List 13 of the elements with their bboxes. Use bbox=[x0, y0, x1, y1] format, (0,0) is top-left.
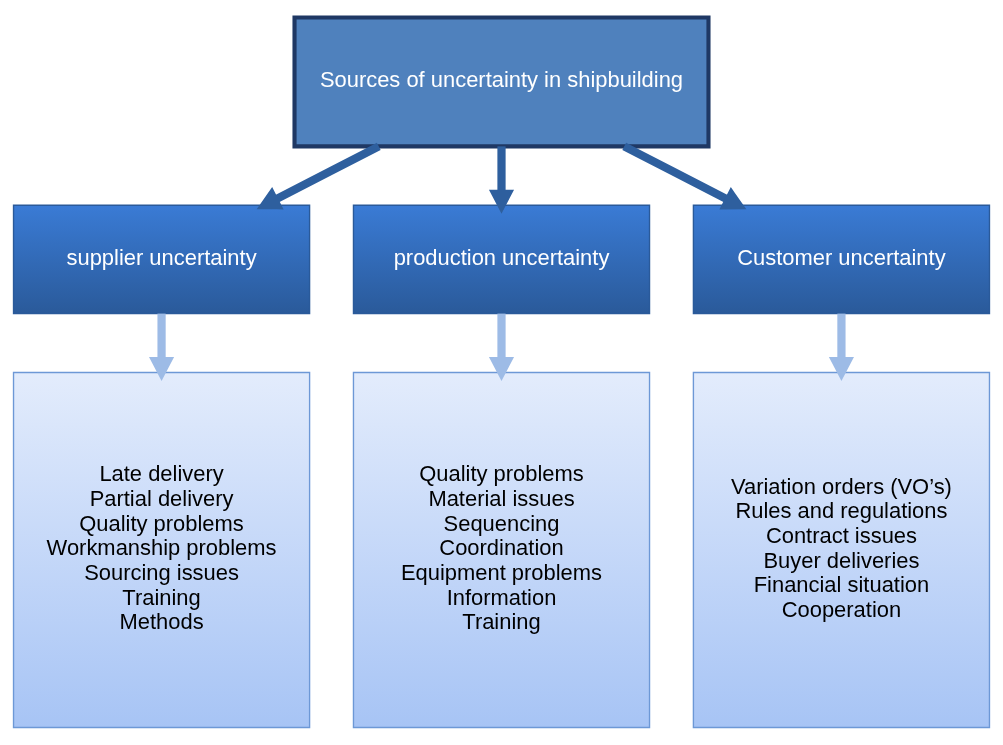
arrow bbox=[488, 313, 515, 381]
arrow bbox=[828, 313, 854, 381]
node-box: Quality problems Material issues Sequencing Coordination Equipment problems Information Training bbox=[352, 371, 651, 729]
node-box: supplier uncertainty bbox=[12, 204, 311, 315]
arrow bbox=[149, 313, 175, 381]
arrow bbox=[256, 142, 381, 210]
node-box: Variation orders (VO’s) Rules and regulations Contract issues Buyer deliveries Financial situation Cooperation bbox=[692, 371, 991, 729]
arrow bbox=[488, 146, 515, 214]
node-box: Customer uncertainty bbox=[692, 204, 991, 315]
node-box: production uncertainty bbox=[352, 204, 651, 315]
node-box: Sources of uncertainty in shipbuilding bbox=[292, 15, 711, 149]
node-box: Late delivery Partial delivery Quality problems Workmanship problems Sourcing issues Training Methods bbox=[12, 371, 311, 729]
arrow bbox=[622, 142, 747, 210]
